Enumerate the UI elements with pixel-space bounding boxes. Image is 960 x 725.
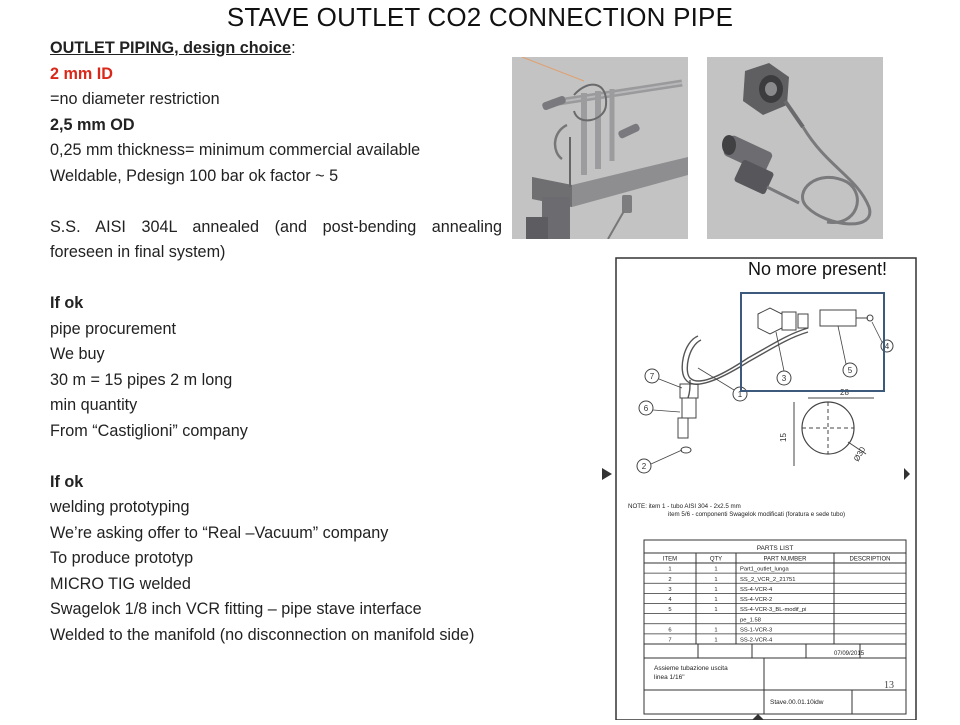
design-heading-colon: : <box>291 39 296 57</box>
parts-cell: 1 <box>714 587 717 593</box>
material-note: S.S. AISI 304L annealed (and post-bendin… <box>50 217 502 262</box>
parts-cell: pe_1.58 <box>740 617 761 623</box>
no-more-present-callout: No more present! <box>748 259 888 279</box>
parts-cell: 5 <box>668 607 671 613</box>
welding-line: Swagelok 1/8 inch VCR fitting – pipe sta… <box>50 600 422 618</box>
parts-cell: 2 <box>668 577 671 583</box>
parts-cell: SS-4-VCR-2 <box>740 597 772 603</box>
parts-list-title: PARTS LIST <box>757 545 794 552</box>
parts-cell: 1 <box>714 597 717 603</box>
id-spec: 2 mm ID <box>50 64 113 83</box>
welding-line: We’re asking offer to “Real –Vacuum” com… <box>50 523 389 542</box>
parts-header: ITEM <box>663 557 677 563</box>
body-text: OUTLET PIPING, design choice: 2 mm ID =n… <box>50 36 540 648</box>
drawing-date: 07/09/2015 <box>834 651 865 657</box>
parts-header: DESCRIPTION <box>849 557 890 563</box>
procurement-heading: If ok <box>50 294 84 312</box>
assembly-title-line1: Assieme tubazione uscita <box>654 665 728 672</box>
welding-line: Welded to the manifold (no disconnection… <box>50 625 475 644</box>
design-heading: OUTLET PIPING, design choice <box>50 39 292 57</box>
slide-title: STAVE OUTLET CO2 CONNECTION PIPE <box>226 2 734 32</box>
parts-cell: SS-4-VCR-3_BL-modif_pi <box>740 607 806 613</box>
parts-cell: 1 <box>714 638 717 644</box>
design-heading-line: OUTLET PIPING, design choice: <box>50 36 540 62</box>
fittings-render-photo <box>707 57 883 239</box>
drawing-number: Stave.00.01.10idw <box>770 699 824 706</box>
balloon-label: 2 <box>642 462 647 471</box>
balloon-label: 7 <box>650 372 655 381</box>
procurement-line: pipe procurement <box>50 319 176 338</box>
parts-cell: 4 <box>668 597 672 603</box>
parts-cell: 1 <box>714 567 717 573</box>
page-number: 13 <box>884 680 894 691</box>
assembly-title-line2: linea 1/16" <box>654 674 685 681</box>
welding-line: To produce prototyp <box>50 549 194 567</box>
welding-heading: If ok <box>50 472 84 491</box>
dimension-15: 15 <box>779 433 788 442</box>
weldable-note: Weldable, Pdesign 100 bar ok factor ~ 5 <box>50 166 339 185</box>
drawing-note-line1: NOTE: item 1 - tubo AISI 304 - 2x2.5 mm <box>628 503 741 510</box>
piping-render-photo <box>512 56 688 240</box>
id-note: =no diameter restriction <box>50 90 220 108</box>
balloon-label: 3 <box>782 374 787 383</box>
parts-cell: 1 <box>714 577 717 583</box>
parts-header: QTY <box>710 557 722 563</box>
thickness-note: 0,25 mm thickness= minimum commercial av… <box>50 141 421 159</box>
parts-cell: 3 <box>668 587 671 593</box>
parts-cell: 1 <box>714 627 717 633</box>
technical-drawing: 28 15 Ø30 7 6 2 1 3 5 4 <box>598 252 918 721</box>
parts-cell: SS_2_VCR_2_21751 <box>740 577 795 583</box>
parts-cell: SS-1-VCR-3 <box>740 627 772 633</box>
balloon-label: 6 <box>644 404 649 413</box>
parts-cell: 6 <box>668 627 671 633</box>
od-spec: 2,5 mm OD <box>50 115 135 134</box>
drawing-note-line2: item 5/6 - componenti Swagelok modificat… <box>668 511 845 518</box>
procurement-line: min quantity <box>50 396 138 414</box>
procurement-line: From “Castiglioni” company <box>50 421 248 440</box>
welding-line: welding prototyping <box>50 498 190 516</box>
parts-cell: 1 <box>668 567 671 573</box>
balloon-label: 1 <box>738 390 743 399</box>
parts-cell: 7 <box>668 638 671 644</box>
procurement-line: 30 m = 15 pipes 2 m long <box>50 370 233 389</box>
balloon-label: 4 <box>885 342 890 351</box>
parts-cell: 1 <box>714 607 717 613</box>
parts-cell: SS-2-VCR-4 <box>740 638 773 644</box>
balloon-label: 5 <box>848 366 853 375</box>
welding-line: MICRO TIG welded <box>50 574 191 593</box>
parts-cell: SS-4-VCR-4 <box>740 587 773 593</box>
parts-header: PART NUMBER <box>763 557 807 563</box>
dimension-28: 28 <box>840 388 849 397</box>
procurement-line: We buy <box>50 345 105 363</box>
parts-cell: Part1_outlet_lunga <box>740 567 789 573</box>
removed-part-highlight-box <box>740 292 885 392</box>
